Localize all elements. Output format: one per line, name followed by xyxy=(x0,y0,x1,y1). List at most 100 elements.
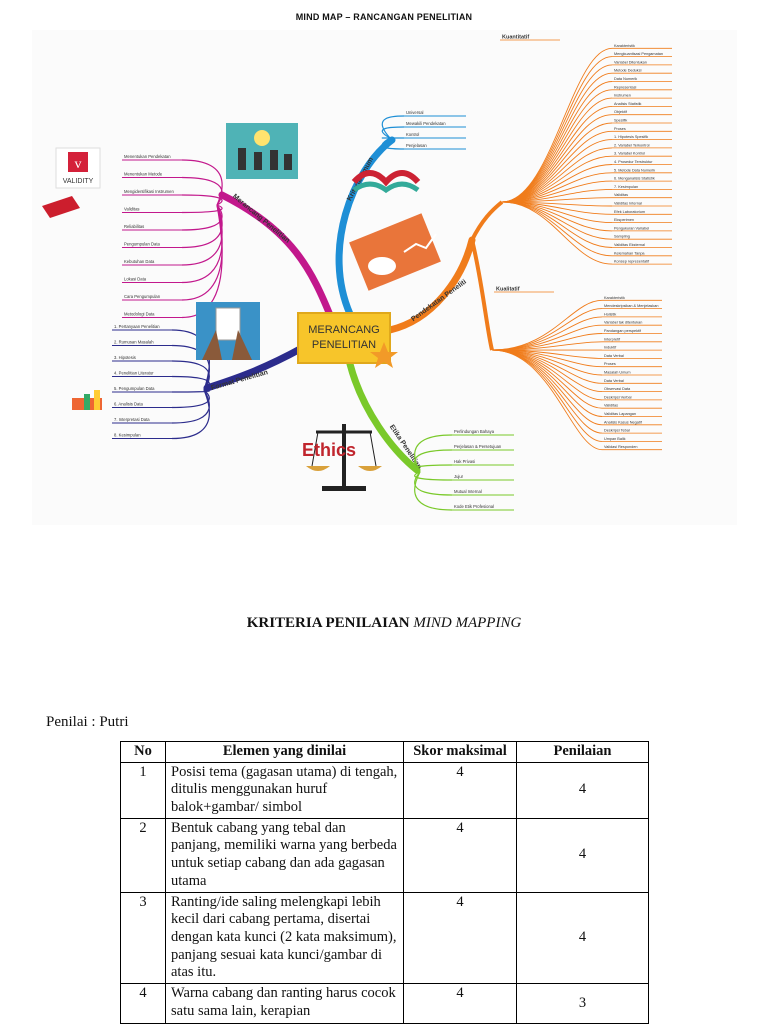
sub-branch-label: Observasi Data xyxy=(604,387,631,391)
sub-branch-line xyxy=(501,201,613,224)
sub-branch-line xyxy=(491,299,603,351)
sub-branch-line xyxy=(381,137,405,150)
sub-branch-line xyxy=(501,130,613,203)
sub-branch-line xyxy=(414,471,453,496)
sub-branch-label: 1. Pertanyaan Penelitian xyxy=(114,324,160,329)
sub-branch-label: Pandangan perspektif xyxy=(604,329,642,333)
sub-branch-label: Validitas xyxy=(124,207,140,212)
sub-branch-line xyxy=(381,115,405,139)
sub-branch-label: 7. Interpretasi Data xyxy=(114,417,150,422)
central-topic: MERANCANG PENELITIAN xyxy=(297,312,398,368)
row-element: Bentuk cabang yang tebal dan panjang, me… xyxy=(165,817,404,893)
assessment-table: No Elemen yang dinilai Skor maksimal Pen… xyxy=(120,741,649,1024)
validity-logo-text: VALIDITY xyxy=(63,178,94,185)
row-max-score: 4 xyxy=(403,982,517,1024)
sub-branch-label: Data Numerik xyxy=(614,77,637,81)
sub-branch-line xyxy=(491,349,603,417)
sub-branch-label: Eksperimen xyxy=(614,218,634,222)
sub-branch-label: 6. Menganalisis Statistik xyxy=(614,177,655,181)
ethics-logo-text: Ethics xyxy=(302,440,356,460)
row-max-score: 4 xyxy=(403,891,517,984)
sub-branch-label: Mengidentifikasi Instrumen xyxy=(124,189,174,194)
branch-line xyxy=(335,136,396,318)
title-italic-text: MIND MAPPING xyxy=(413,615,522,631)
sub-branch-label: 4. Prosedur Terstruktur xyxy=(614,160,653,164)
sub-branch-label: Proses xyxy=(604,362,616,366)
sub-branch-label: Lokasi Data xyxy=(124,277,147,282)
sub-branch-label: Data Verbal xyxy=(604,379,624,383)
sub-branch-label: Validitas Eksternal xyxy=(614,243,645,247)
sub-branch-line xyxy=(501,147,613,203)
header-element: Elemen yang dinilai xyxy=(165,741,404,763)
people-chain-picture xyxy=(351,170,421,194)
sub-branch-label: Universal xyxy=(406,110,424,115)
sub-branch-label: Kualitatif xyxy=(496,287,520,293)
header-max-score: Skor maksimal xyxy=(403,741,517,763)
row-max-score: 4 xyxy=(403,761,517,819)
row-no: 2 xyxy=(120,817,166,893)
sub-branch-line xyxy=(171,389,210,409)
sub-branch-line xyxy=(414,471,453,511)
sub-branch-line xyxy=(501,139,613,203)
header-score: Penilaian xyxy=(516,741,649,763)
sub-branch-label: Validitas xyxy=(604,404,618,408)
sub-branch-line xyxy=(501,97,613,203)
sub-branch-label: Penjelasan xyxy=(406,143,427,148)
sub-branch-label: Perlindungan Bahaya xyxy=(454,429,495,434)
sub-branch-line xyxy=(470,200,504,241)
sub-branch-label: Metodologi Data xyxy=(124,312,155,317)
sub-branch-label: Objektif xyxy=(614,110,628,114)
sub-branch-label: Deskripsi Verbal xyxy=(604,395,632,399)
sub-branch-label: Analisis Kasus Negatif xyxy=(604,420,643,424)
sub-branch-label: Holistik xyxy=(604,312,616,316)
people-bars-picture xyxy=(72,390,102,410)
row-score: 4 xyxy=(516,817,649,893)
sub-branch-label: Mewakili Pendekatan xyxy=(406,121,446,126)
row-score: 3 xyxy=(516,982,649,1024)
sub-branch-label: Umpan Balik xyxy=(604,437,626,441)
sub-branch-label: Kuantitatif xyxy=(502,35,529,41)
sub-branch-line xyxy=(491,349,603,393)
document-title: KRITERIA PENILAIAN MIND MAPPING xyxy=(0,615,768,632)
row-element: Warna cabang dan ranting harus cocok sat… xyxy=(165,982,404,1024)
sub-branch-line xyxy=(470,239,494,351)
row-element: Ranting/ide saling melengkapi lebih keci… xyxy=(165,891,404,984)
sub-branch-line xyxy=(491,349,603,376)
page-heading: MIND MAP – RANCANGAN PENELITIAN xyxy=(295,12,473,22)
svg-text:PENELITIAN: PENELITIAN xyxy=(312,339,376,351)
sub-branch-line xyxy=(181,204,223,284)
sub-branch-line xyxy=(381,126,405,139)
sub-branch-line xyxy=(171,375,210,391)
sub-branch-label: 6. Analisis Data xyxy=(114,402,144,407)
sub-branch-label: Reliabilitas xyxy=(124,224,144,229)
sub-branch-label: Kebutuhan Data xyxy=(124,259,155,264)
sub-branch-line xyxy=(171,360,210,391)
sub-branch-label: Variabel Ditentukan xyxy=(614,60,647,64)
sub-branch-label: Masalah Umum xyxy=(604,371,631,375)
sub-branch-line xyxy=(181,204,223,319)
validity-logo: v VALIDITY xyxy=(42,147,101,218)
branch-label: Pendekatan Peneliti xyxy=(410,278,468,323)
sub-branch-label: Karakteristik xyxy=(604,296,625,300)
row-no: 4 xyxy=(120,982,166,1024)
sub-branch-line xyxy=(501,122,613,203)
sub-branch-label: 5. Metode Data Numerik xyxy=(614,168,655,172)
sub-branch-label: Mendeskripsikan & Menjelaskan xyxy=(604,304,658,308)
sub-branch-line xyxy=(491,324,603,351)
sub-branch-label: Pengukuran Variabel xyxy=(614,226,649,230)
sub-branch-label: Mutual Internal xyxy=(454,489,482,494)
row-score: 4 xyxy=(516,761,649,819)
sub-branch-line xyxy=(491,308,603,351)
title-text: KRITERIA PENILAIAN xyxy=(246,615,414,631)
sub-branch-label: Menentukan Metode xyxy=(124,172,163,177)
sub-branch-label: Analisis Statistik xyxy=(614,102,642,106)
svg-text:MERANCANG: MERANCANG xyxy=(308,324,380,336)
table-header-row: No Elemen yang dinilai Skor maksimal Pen… xyxy=(120,741,649,763)
sub-branch-line xyxy=(501,114,613,203)
row-no: 1 xyxy=(120,761,166,819)
sub-branch-label: 2. Variabel Terkontrol xyxy=(614,143,650,147)
